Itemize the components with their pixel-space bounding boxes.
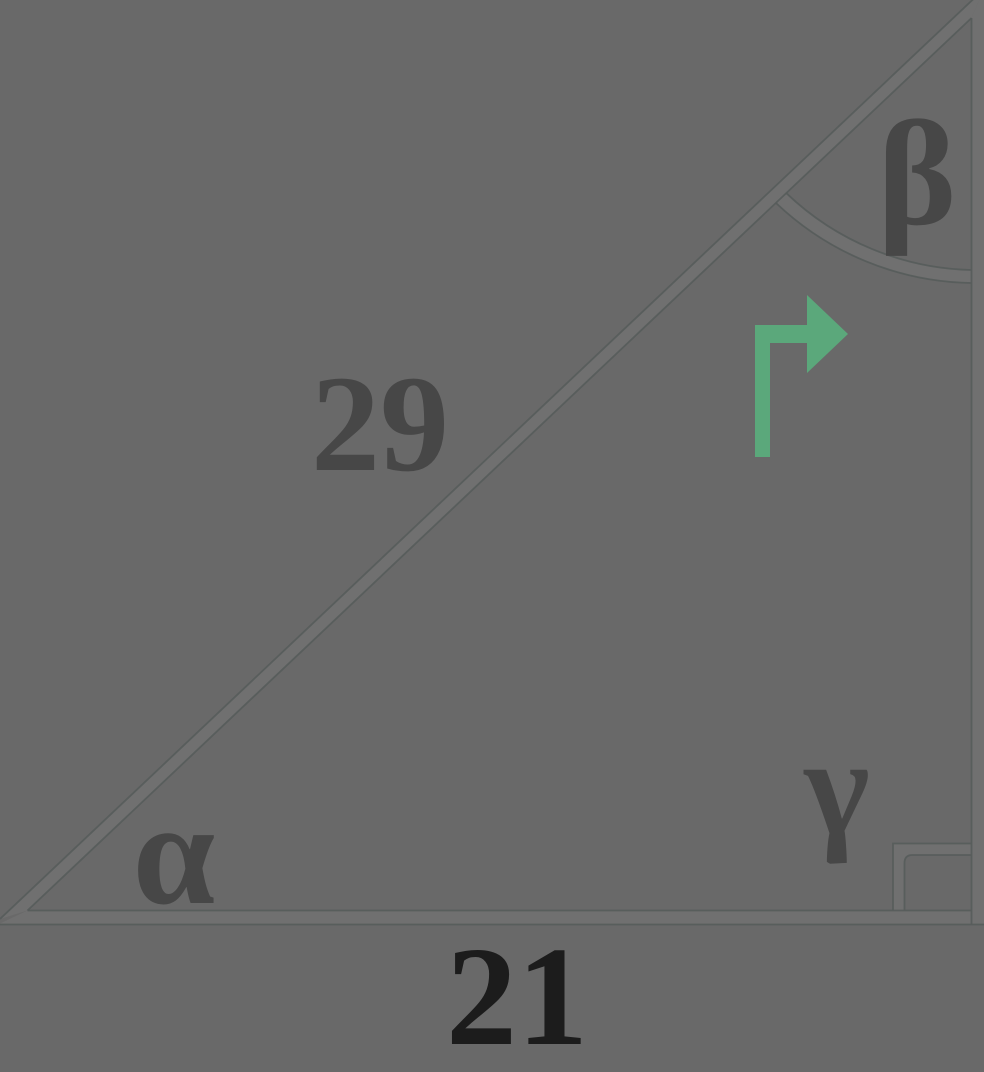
right-angle-marker-outer [892, 842, 972, 911]
base-length-label: 21 [446, 917, 588, 1072]
hypotenuse-band [0, 0, 984, 919]
hypotenuse-inner-edge [26, 17, 973, 912]
beta-arc-outer [775, 202, 972, 284]
gamma-angle-label: γ [804, 710, 870, 865]
hypotenuse-length-label: 29 [311, 347, 449, 500]
beta-angle-label: β [877, 91, 957, 257]
hypotenuse-outer-edge [0, 0, 974, 920]
base-band [0, 910, 984, 925]
right-angle-marker-inner [903, 854, 972, 911]
right-angle-marker [892, 842, 972, 911]
triangle-outline [0, 0, 984, 926]
beta-arc-inner [785, 192, 972, 271]
right-side-band [971, 0, 984, 925]
right-angle-marker-band [893, 843, 972, 911]
turn-right-arrow-icon [755, 295, 848, 457]
beta-angle-arc [775, 192, 972, 284]
alpha-angle-label: α [132, 772, 216, 936]
